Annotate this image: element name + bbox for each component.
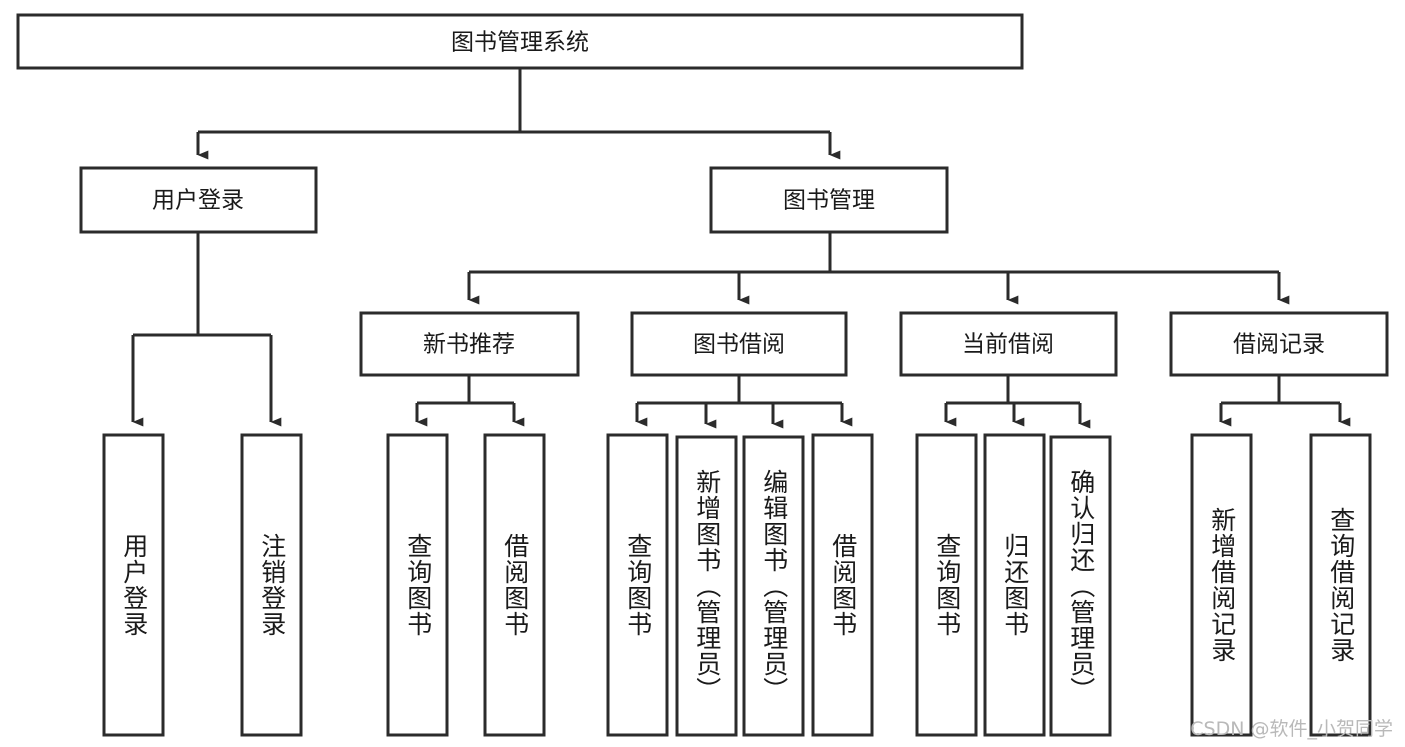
leaf-rect-borrow-book-1[interactable]: [483, 433, 546, 737]
node-new-book-recommend[interactable]: 新书推荐: [359, 311, 580, 377]
leaf-rect-query-borrow-record[interactable]: [1309, 433, 1372, 737]
node-current-borrow-rect[interactable]: [899, 311, 1118, 377]
connector-group-root: [196, 68, 841, 160]
leaf-rect-query-book-2[interactable]: [606, 433, 669, 737]
node-current-borrow[interactable]: 当前借阅: [899, 311, 1118, 377]
connector-group-new-book-rec: [415, 375, 525, 427]
leaf-rect-logout[interactable]: [240, 433, 303, 737]
node-book-management-rect[interactable]: [709, 166, 949, 234]
node-new-book-recommend-rect[interactable]: [359, 311, 580, 377]
node-root[interactable]: 图书管理系统: [16, 13, 1024, 70]
leaf-rect-add-borrow-record[interactable]: [1190, 433, 1253, 737]
node-current-borrow-label: 当前借阅: [962, 332, 1054, 358]
connector-group-book-mgmt: [467, 232, 1290, 305]
node-borrow-record-rect[interactable]: [1169, 311, 1389, 377]
node-borrow-record-label: 借阅记录: [1233, 332, 1325, 358]
leaf-rect-query-book-3[interactable]: [915, 433, 978, 737]
leaf-rect-confirm-return[interactable]: [1049, 435, 1112, 737]
node-user-login-rect[interactable]: [79, 166, 318, 234]
node-new-book-recommend-label: 新书推荐: [423, 332, 515, 358]
node-book-management[interactable]: 图书管理: [709, 166, 949, 234]
leaf-rect-query-book-1[interactable]: [386, 433, 449, 737]
node-root-rect[interactable]: [16, 13, 1024, 70]
node-user-login-label: 用户登录: [152, 188, 244, 214]
connector-group-borrow-record: [1219, 375, 1351, 427]
node-book-borrow[interactable]: 图书借阅: [630, 311, 848, 377]
watermark-text: CSDN @软件_小贺同学: [1190, 718, 1393, 740]
connector-group-user-login: [131, 232, 282, 427]
node-user-login[interactable]: 用户登录: [79, 166, 318, 234]
node-book-borrow-label: 图书借阅: [693, 332, 785, 358]
node-book-management-label: 图书管理: [783, 188, 875, 214]
leaf-rect-user-login[interactable]: [102, 433, 165, 737]
leaf-rect-add-book[interactable]: [675, 435, 738, 737]
connector-group-book-borrow: [635, 375, 853, 429]
connector-group-current-borrow: [944, 375, 1091, 429]
leaf-box-group: [102, 433, 1372, 737]
node-borrow-record[interactable]: 借阅记录: [1169, 311, 1389, 377]
node-book-borrow-rect[interactable]: [630, 311, 848, 377]
node-root-label: 图书管理系统: [451, 30, 589, 56]
leaf-rect-edit-book[interactable]: [742, 435, 805, 737]
leaf-rect-borrow-book-2[interactable]: [811, 433, 874, 737]
leaf-rect-return-book[interactable]: [983, 433, 1046, 737]
